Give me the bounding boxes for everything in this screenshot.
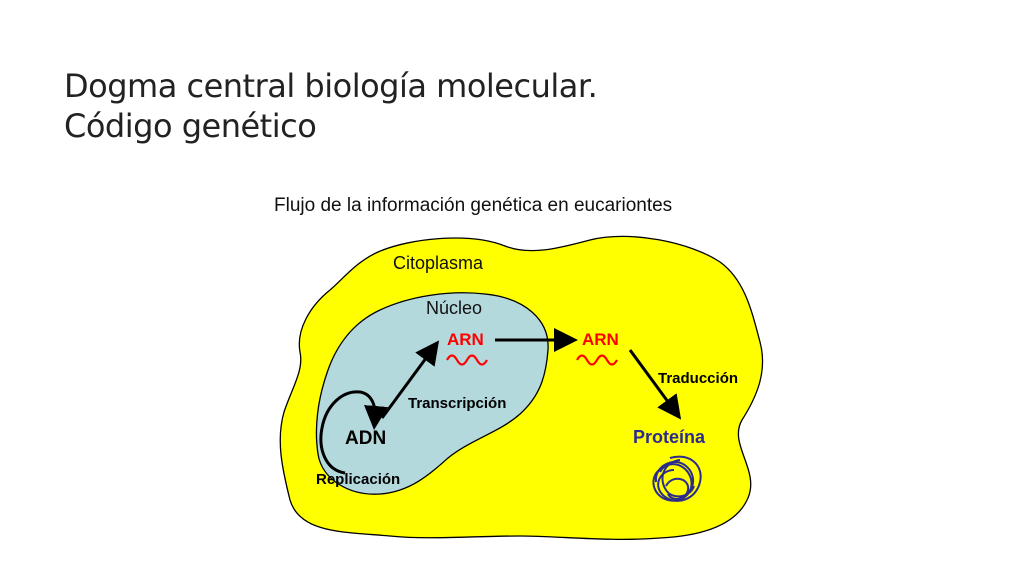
slide-title-line-2: Código genético xyxy=(64,107,317,145)
cytoplasm-label: Citoplasma xyxy=(393,253,484,273)
replication-arrow xyxy=(319,390,388,475)
transcription-arrow xyxy=(380,340,440,419)
rna-cytoplasm-label: ARN xyxy=(582,330,619,349)
nucleus-label: Núcleo xyxy=(426,298,482,318)
slide-title: Dogma central biología molecular. Código… xyxy=(64,66,598,146)
rna-nucleus-label: ARN xyxy=(447,330,484,349)
replication-label: Replicación xyxy=(316,471,400,488)
translation-arrow xyxy=(628,349,682,420)
protein-tangle-icon xyxy=(652,455,702,502)
nucleus-shape xyxy=(315,292,549,495)
slide-title-line-1: Dogma central biología molecular. xyxy=(64,67,598,105)
transcription-label: Transcripción xyxy=(408,395,506,412)
rna-cytoplasm-wave xyxy=(576,354,618,366)
rna-nucleus-wave xyxy=(446,354,488,366)
dna-label: ADN xyxy=(345,428,386,449)
translation-label: Traducción xyxy=(658,370,738,387)
protein-label: Proteína xyxy=(633,427,706,447)
diagram-heading: Flujo de la información genética en euca… xyxy=(274,195,672,216)
